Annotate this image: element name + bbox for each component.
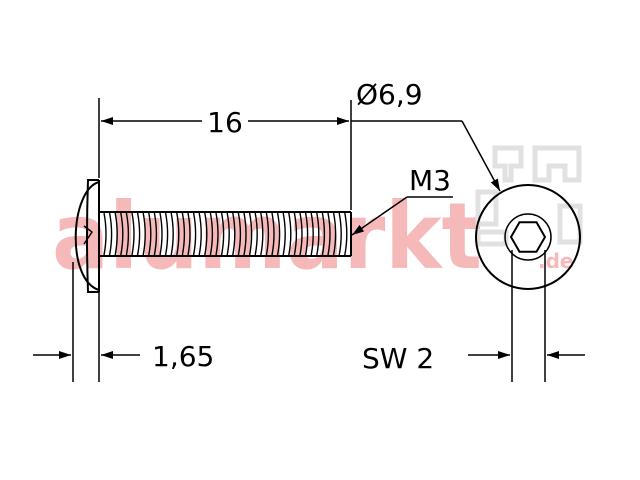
thread-line [226, 212, 230, 256]
thread-line [187, 212, 191, 256]
thread-line [170, 212, 174, 256]
thread-line [148, 212, 152, 256]
thread-line [260, 212, 264, 256]
dimension-head-height: 1,65 [33, 262, 214, 382]
dimension-head-diameter: Ø6,9 [351, 78, 501, 192]
wrench-size-label: SW 2 [362, 342, 434, 375]
thread-line [153, 212, 158, 256]
head-height-label: 1,65 [152, 340, 214, 373]
thread-line [192, 212, 197, 256]
thread-line [198, 212, 202, 256]
dimension-thread: M3 [351, 164, 453, 236]
thread-line [181, 212, 186, 256]
thread-line [276, 212, 281, 256]
dimension-length: 16 [98, 98, 352, 210]
screw-side-view [74, 179, 352, 293]
thread-line [120, 212, 124, 256]
thread-lines [103, 212, 348, 256]
thread-label: M3 [409, 164, 451, 197]
thread-line [338, 212, 342, 256]
thread-line [248, 212, 253, 256]
dimension-wrench-size: SW 2 [362, 342, 585, 375]
thread-line [114, 212, 118, 256]
thread-line [288, 212, 292, 256]
thread-line [131, 212, 135, 256]
thread-line [293, 212, 298, 256]
thread-line [220, 212, 225, 256]
thread-line [265, 212, 270, 256]
thread-line [237, 212, 242, 256]
thread-line [232, 212, 236, 256]
thread-line [243, 212, 247, 256]
thread-line [215, 212, 219, 256]
thread-line [321, 212, 326, 256]
thread-line [332, 212, 337, 256]
thread-line [103, 212, 107, 256]
thread-line [176, 212, 180, 256]
watermark-logo: alumarkt .de [52, 145, 583, 290]
thread-line [125, 212, 130, 256]
thread-line [310, 212, 314, 256]
thread-line [108, 212, 113, 256]
profile-logo-icon [475, 145, 583, 247]
head-diameter-label: Ø6,9 [356, 78, 423, 111]
watermark-text: alumarkt [52, 183, 482, 290]
thread-line [299, 212, 303, 256]
thread-line [159, 212, 163, 256]
thread-line [204, 212, 208, 256]
thread-line [164, 212, 169, 256]
thread-line [142, 212, 146, 256]
thread-line [209, 212, 214, 256]
thread-line [282, 212, 286, 256]
thread-line [316, 212, 320, 256]
thread-line [254, 212, 258, 256]
thread-line [136, 212, 141, 256]
thread-line [327, 212, 331, 256]
thread-line [344, 212, 348, 256]
screw-front-view [475, 184, 581, 382]
hex-socket-icon [509, 221, 547, 253]
thread-line [304, 212, 309, 256]
length-label: 16 [207, 106, 243, 139]
thread-line [271, 212, 275, 256]
